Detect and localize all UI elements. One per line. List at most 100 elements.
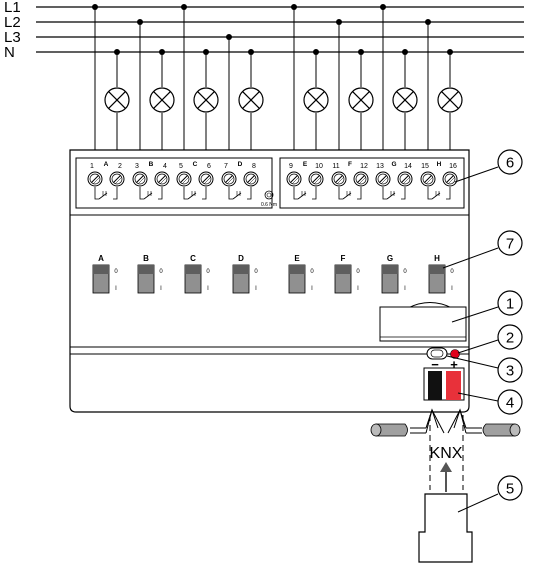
lamps [104, 87, 463, 113]
terminal-number: 14 [404, 163, 412, 170]
junction-dot [402, 49, 408, 55]
terminal-number: 15 [421, 163, 429, 170]
switch-channel-letter: B [143, 254, 149, 263]
switch-channel-letter: D [238, 254, 244, 263]
terminal-number: 12 [360, 163, 368, 170]
switch-channel-letter: C [190, 254, 196, 263]
manual-switches: A 0I B0I C0I D0I E0I F0I G0I H 0I [92, 254, 454, 294]
knx-plug: KNX [418, 415, 473, 563]
switch-mark-off: I [451, 286, 453, 292]
terminal-screw-icon [397, 171, 413, 187]
terminal-screw-icon [154, 171, 170, 187]
junction-dot [181, 4, 187, 10]
terminal-screw-icon [420, 171, 436, 187]
terminal-number: 6 [207, 163, 211, 170]
terminal-screw-icon [308, 171, 324, 187]
callout-number: 1 [506, 296, 514, 313]
callout-number: 6 [506, 155, 514, 172]
label-cover [379, 302, 467, 342]
channel-letter-terminal: G [391, 161, 396, 168]
callout-3: 3 [446, 355, 523, 383]
terminal-number: 13 [376, 163, 384, 170]
channel-letter-terminal: C [193, 161, 198, 168]
relay-contact-icon [293, 187, 317, 200]
programming-led [450, 349, 460, 359]
terminal-number: 1 [90, 163, 94, 170]
junction-dot [291, 4, 297, 10]
switch-mark-off: I [255, 286, 257, 292]
junction-dot [425, 19, 431, 25]
terminal-screw-icon [109, 171, 125, 187]
junction-dot [248, 49, 254, 55]
callout-1: 1 [451, 290, 523, 323]
terminal-screw-icon [243, 171, 259, 187]
terminal-number: 4 [163, 163, 167, 170]
terminal-screw-icon [286, 171, 302, 187]
callout-number: 2 [506, 330, 514, 347]
callout-number: 3 [506, 363, 514, 380]
bus-cables [370, 408, 521, 437]
switch-mark-off: I [311, 286, 313, 292]
channel-letter-terminal: H [437, 161, 442, 168]
actuator-housing [69, 149, 470, 413]
manual-switch-f[interactable]: F0I [334, 254, 360, 294]
lamp-icon [392, 87, 418, 113]
programming-button[interactable] [426, 347, 448, 360]
knx-bus-terminal: − + [423, 357, 465, 401]
channel-letter-terminal: D [238, 161, 243, 168]
terminal-screw-icon [353, 171, 369, 187]
switch-mark-off: I [115, 286, 117, 292]
junction-dot [159, 49, 165, 55]
rail-label: L3 [4, 29, 21, 46]
relay-contact-icon [382, 187, 406, 200]
switch-mark-off: I [404, 286, 406, 292]
terminal-number: 9 [289, 163, 293, 170]
manual-switch-g[interactable]: G0I [381, 254, 407, 294]
switch-mark-off: I [357, 286, 359, 292]
relay-contact-icon [139, 187, 163, 200]
lamp-icon [238, 87, 264, 113]
switch-channel-letter: E [294, 254, 300, 263]
callout-6: 6 [454, 149, 523, 183]
terminal-number: 16 [449, 163, 457, 170]
terminal-screw-icon [132, 171, 148, 187]
rail-label: N [4, 44, 15, 61]
manual-switch-h[interactable]: H 0I [428, 254, 454, 294]
terminal-screw-icon [331, 171, 347, 187]
terminal-screw-icon [375, 171, 391, 187]
manual-switch-a[interactable]: A 0I [92, 254, 118, 294]
manual-switch-d[interactable]: D0I [232, 254, 258, 294]
switch-channel-letter: A [98, 254, 104, 263]
screw-terminals [87, 171, 458, 187]
callout-2: 2 [457, 324, 523, 354]
manual-switch-c[interactable]: C0I [184, 254, 210, 294]
switch-mark-on: 0 [450, 269, 454, 275]
switch-mark-on: 0 [114, 269, 118, 275]
relay-contact-icon [94, 187, 118, 200]
channel-letter-terminal: B [149, 161, 154, 168]
relay-contact-icon [228, 187, 252, 200]
torque-marker: 0.6 Nm [261, 190, 277, 208]
terminal-screw-icon [176, 171, 192, 187]
rail-label: L2 [4, 14, 21, 31]
manual-switch-e[interactable]: E0I [288, 254, 314, 294]
junction-dot [92, 4, 98, 10]
channel-letter-terminal: F [348, 161, 352, 168]
lamp-icon [104, 87, 130, 113]
relay-contact-symbols [94, 187, 451, 200]
callout-7: 7 [442, 230, 523, 269]
terminal-screw-icon [87, 171, 103, 187]
lamp-icon [149, 87, 175, 113]
manual-switch-b[interactable]: B0I [137, 254, 163, 294]
relay-contact-icon [338, 187, 362, 200]
switch-channel-letter: G [387, 254, 393, 263]
rail-label: L1 [4, 0, 21, 16]
terminal-screw-icon [221, 171, 237, 187]
switch-channel-letter: H [434, 254, 440, 263]
junction-dot [203, 49, 209, 55]
switch-mark-off: I [207, 286, 209, 292]
terminal-number: 7 [224, 163, 228, 170]
relay-contact-icon [183, 187, 207, 200]
